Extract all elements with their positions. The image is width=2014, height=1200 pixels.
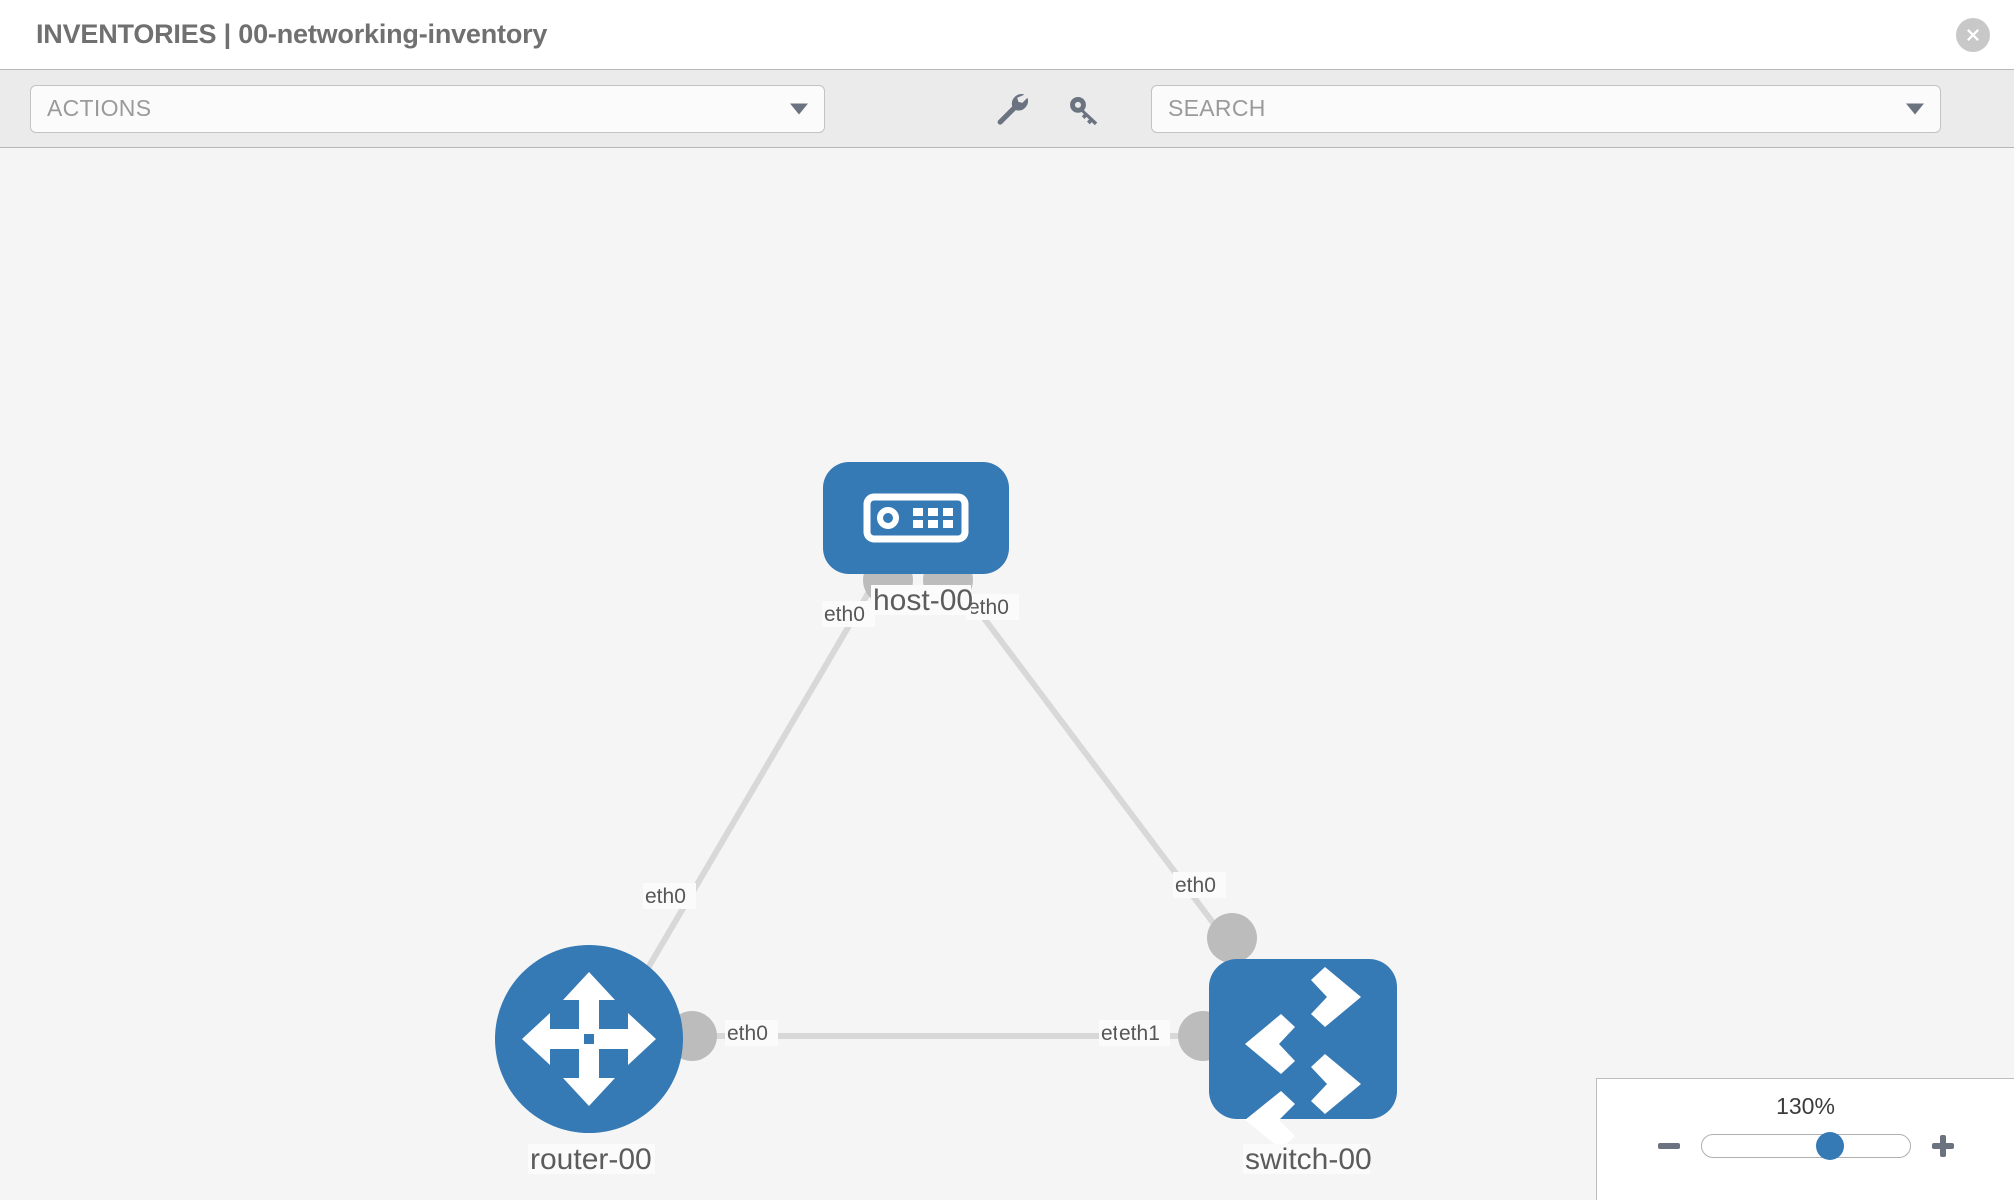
edge-label-host-router-from: eth0 — [822, 601, 875, 627]
page-header: INVENTORIES | 00-networking-inventory — [0, 0, 2014, 70]
node-label-router-00: router-00 — [528, 1143, 655, 1176]
node-host-00[interactable] — [823, 462, 1009, 574]
svg-text:eth0: eth0 — [824, 603, 865, 626]
minus-icon[interactable] — [1655, 1132, 1683, 1160]
svg-text:eth0: eth0 — [968, 596, 1009, 619]
actions-dropdown-label: ACTIONS — [47, 95, 152, 121]
edge-label-router-switch-to: eth1 — [1117, 1020, 1170, 1046]
actions-dropdown[interactable]: ACTIONS — [30, 84, 825, 133]
topology-canvas[interactable]: eth0 eth0 eth0 eth0 eth0 — [0, 148, 2014, 1200]
edge-label-host-router-to: eth0 — [643, 883, 696, 909]
zoom-slider-row — [1655, 1132, 1957, 1160]
toolbar-icon-group — [993, 90, 1103, 128]
zoom-level-value: 130% — [1776, 1093, 1835, 1119]
svg-text:eth0: eth0 — [645, 885, 686, 908]
server-icon — [863, 493, 969, 543]
plus-icon[interactable] — [1929, 1132, 1957, 1160]
router-arrows-icon — [522, 972, 656, 1106]
toolbar: ACTIONS SEARCH — [0, 70, 2014, 148]
port-switch-eth0[interactable] — [1207, 913, 1257, 963]
node-router-00[interactable] — [495, 945, 683, 1133]
edge-label-host-switch-from: eth0 — [966, 594, 1019, 620]
svg-text:eth1: eth1 — [1119, 1022, 1160, 1045]
node-label-host-00: host-00 — [871, 584, 973, 617]
svg-text:eth0: eth0 — [1175, 874, 1216, 897]
edge-label-router-switch-from: eth0 — [725, 1020, 778, 1046]
node-label-switch-00: switch-00 — [1243, 1143, 1372, 1176]
switch-arrows-icon — [1245, 967, 1361, 1149]
topology-graph: eth0 eth0 eth0 eth0 eth0 — [495, 462, 1397, 1176]
page-title: INVENTORIES | 00-networking-inventory — [36, 19, 548, 49]
zoom-slider-thumb[interactable] — [1816, 1132, 1845, 1160]
svg-text:router-00: router-00 — [530, 1143, 652, 1176]
search-input[interactable]: SEARCH — [1151, 84, 1941, 133]
zoom-control-panel: 130% — [1596, 1078, 2014, 1200]
edge-label-host-switch-to: eth0 — [1173, 872, 1226, 898]
key-icon[interactable] — [1065, 90, 1103, 128]
svg-text:eth0: eth0 — [727, 1022, 768, 1045]
zoom-slider-track[interactable] — [1700, 1132, 1911, 1160]
node-switch-00[interactable] — [1209, 959, 1397, 1149]
svg-text:host-00: host-00 — [873, 584, 973, 617]
svg-text:switch-00: switch-00 — [1245, 1143, 1372, 1176]
wrench-icon[interactable] — [993, 90, 1031, 128]
chevron-down-icon — [790, 103, 808, 114]
close-icon[interactable] — [1956, 17, 1990, 52]
chevron-down-icon — [1906, 103, 1924, 114]
search-placeholder: SEARCH — [1168, 95, 1266, 121]
